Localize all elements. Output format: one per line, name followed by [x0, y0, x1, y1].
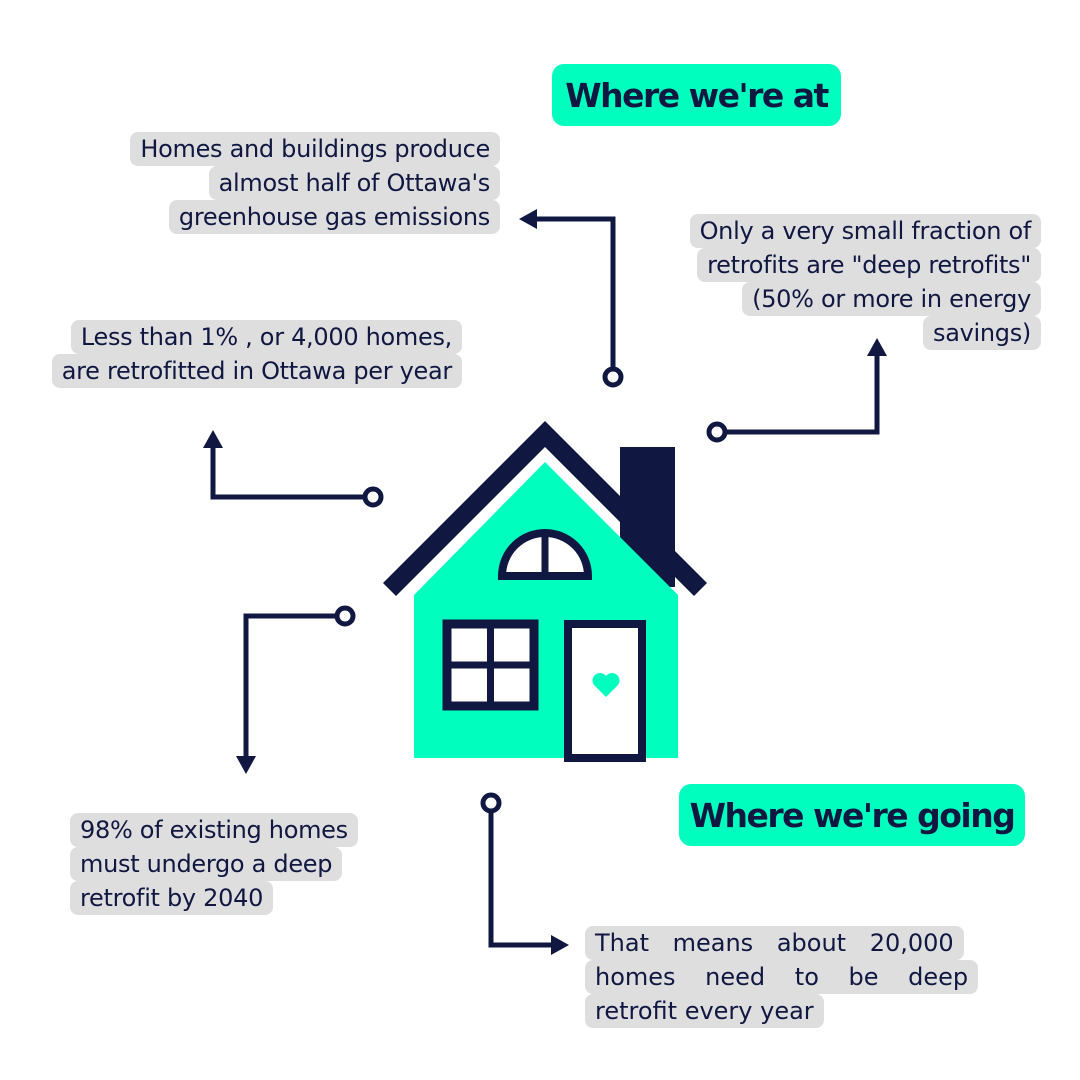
- endpoint-circle: [706, 421, 728, 443]
- note-line: Only a very small fraction of: [689, 214, 1041, 248]
- heading-where-were-at: Where we're at: [552, 64, 841, 126]
- connector-target-2040: [243, 613, 336, 760]
- attic-window: [497, 529, 593, 580]
- arrow-icon: [867, 338, 887, 356]
- note-line: 98% of existing homes: [70, 813, 358, 847]
- connector-current-rate: [210, 444, 364, 500]
- note-line: Homes and buildings produce: [130, 132, 500, 166]
- note-line: savings): [923, 316, 1041, 350]
- heading-where-were-going: Where we're going: [679, 784, 1025, 846]
- arrow-icon: [551, 935, 569, 955]
- arrow-icon: [519, 209, 537, 229]
- note-current-rate: Less than 1% , or 4,000 homes, are retro…: [30, 320, 462, 388]
- endpoint-circle: [602, 366, 624, 388]
- note-deep-fraction: Only a very small fraction of retrofits …: [680, 214, 1041, 350]
- note-line: retrofit every year: [585, 994, 824, 1028]
- note-target-2040: 98% of existing homes must undergo a dee…: [70, 813, 370, 915]
- connector-annual-need: [488, 812, 555, 948]
- arrowheads: [203, 209, 887, 955]
- note-line: almost half of Ottawa's: [208, 166, 500, 200]
- note-emissions: Homes and buildings produce almost half …: [105, 132, 500, 234]
- note-line: are retrofitted in Ottawa per year: [51, 354, 462, 388]
- note-line: greenhouse gas emissions: [168, 200, 500, 234]
- note-line: must undergo a deep: [70, 847, 343, 881]
- house-icon: [383, 421, 707, 762]
- note-line: retrofit by 2040: [70, 881, 274, 915]
- front-window: [442, 619, 539, 711]
- connector-deep-fraction: [726, 352, 880, 435]
- arrow-icon: [203, 430, 223, 448]
- note-line: (50% or more in energy: [742, 282, 1041, 316]
- note-line: Less than 1% , or 4,000 homes,: [70, 320, 462, 354]
- endpoint-circle: [334, 605, 356, 627]
- connector-emissions: [535, 216, 616, 368]
- note-annual-need: That means about 20,000 homes need to be…: [585, 926, 979, 1028]
- connectors: [210, 216, 880, 948]
- note-line: That means about 20,000: [585, 926, 964, 960]
- heart-icon: [592, 673, 620, 697]
- note-line: retrofits are "deep retrofits": [697, 248, 1041, 282]
- endpoint-rings: [334, 366, 728, 814]
- arrow-icon: [236, 756, 256, 774]
- endpoint-circle: [362, 486, 384, 508]
- endpoint-circle: [480, 792, 502, 814]
- door: [564, 620, 646, 762]
- note-line: homes need to be deep: [585, 960, 979, 994]
